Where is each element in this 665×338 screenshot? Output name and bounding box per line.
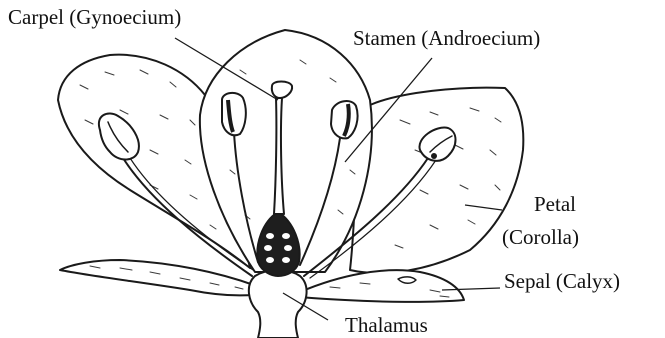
sepal-right xyxy=(300,270,464,302)
label-thalamus: Thalamus xyxy=(345,313,428,337)
thalamus xyxy=(249,270,307,338)
label-petal: Petal xyxy=(534,192,576,216)
label-stamen: Stamen (Androecium) xyxy=(353,26,540,50)
sepal-left xyxy=(60,260,262,295)
petal-right xyxy=(350,88,523,273)
label-sepal: Sepal (Calyx) xyxy=(504,269,620,293)
label-carpel: Carpel (Gynoecium) xyxy=(8,5,181,29)
label-corolla: (Corolla) xyxy=(502,225,579,249)
